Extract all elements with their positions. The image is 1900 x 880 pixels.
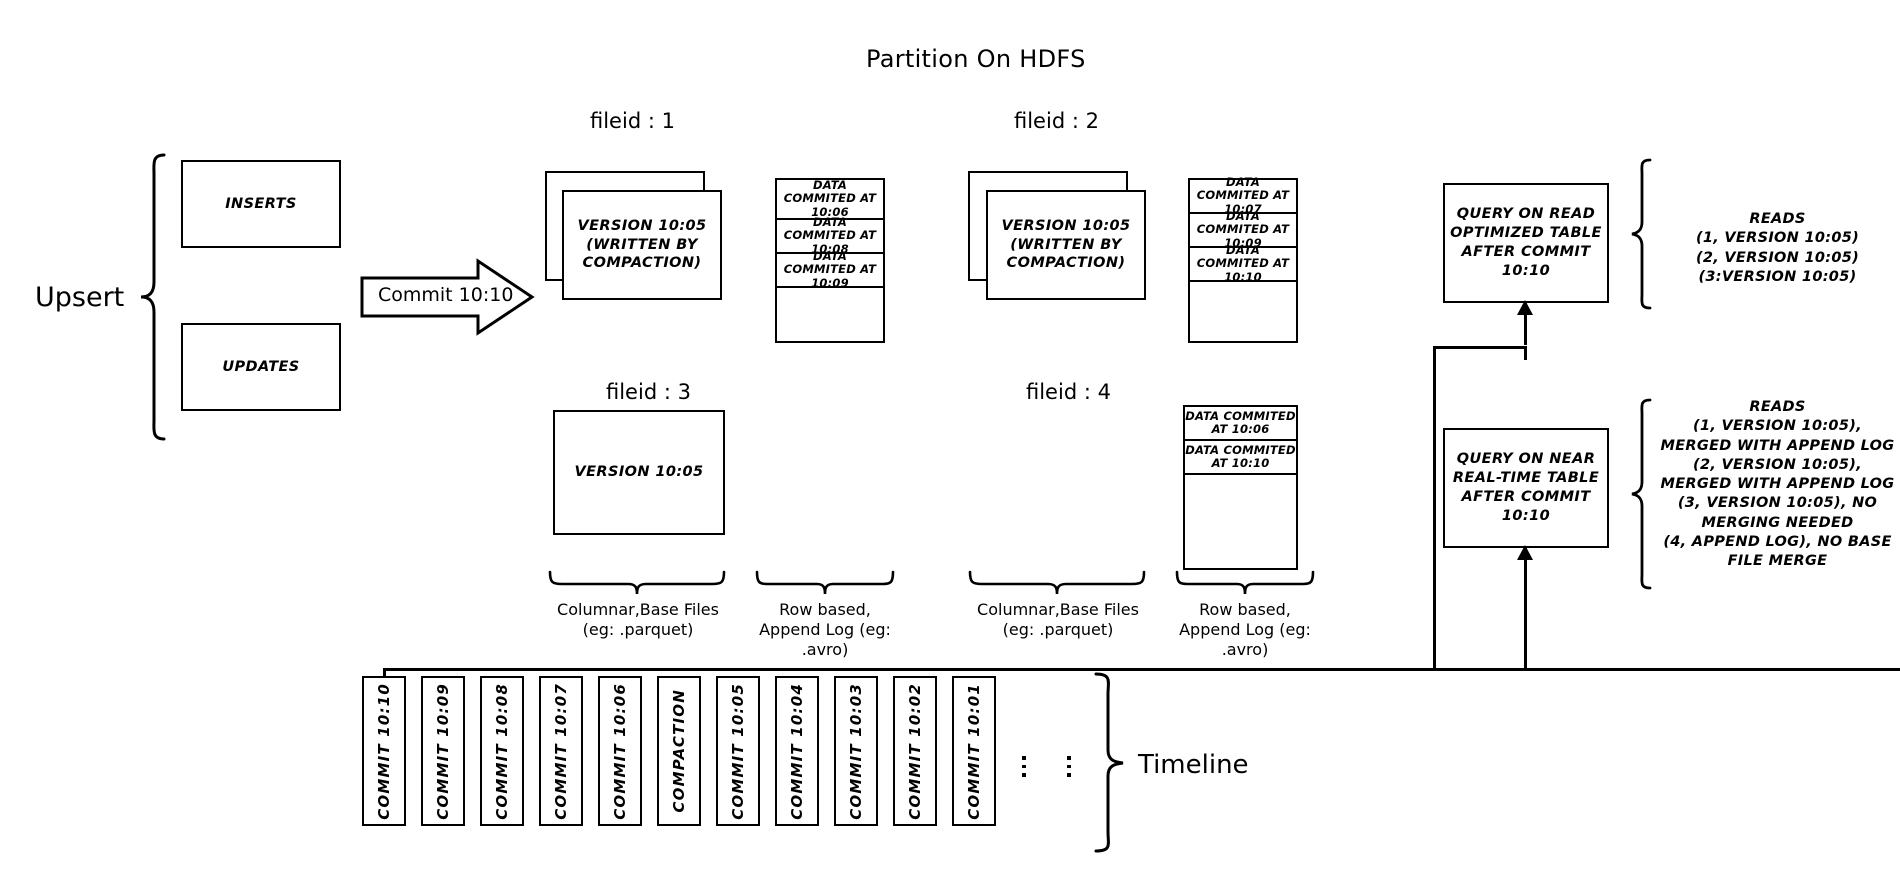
timeline-commit-box: COMMIT 10:03 — [834, 676, 878, 826]
fileid-1-base-file-text: VERSION 10:05 (WRITTEN BY COMPACTION) — [577, 217, 707, 272]
log-entry: DATA COMMITED AT 10:10 — [1185, 441, 1296, 475]
fileid-3-base-file-text: VERSION 10:05 — [574, 464, 704, 481]
arrowhead-up-icon — [1516, 545, 1534, 561]
query-read-optimized-text: QUERY ON READ OPTIMIZED TABLE AFTER COMM… — [1450, 206, 1602, 279]
timeline-compaction-label: COMPACTION — [670, 689, 688, 813]
timeline-compaction-box: COMPACTION — [657, 676, 701, 826]
caption-rowlog-left: Row based, Append Log (eg: .avro) — [759, 600, 891, 659]
timeline-commit-box: COMMIT 10:01 — [952, 676, 996, 826]
updates-label: UPDATES — [222, 358, 300, 375]
query1-feed-down — [1524, 346, 1527, 360]
columnar-right-brace — [968, 570, 1146, 596]
updates-box: UPDATES — [181, 323, 341, 411]
fileid-4-append-log: DATA COMMITED AT 10:06 DATA COMMITED AT … — [1183, 405, 1298, 570]
fileid-3-base-file: VERSION 10:05 — [553, 410, 725, 535]
fileid-1-append-log: DATA COMMITED AT 10:06 DATA COMMITED AT … — [775, 178, 885, 343]
log-entry: DATA COMMITED AT 10:09 — [777, 250, 883, 289]
timeline-commit-label: COMMIT 10:06 — [611, 682, 629, 820]
fileid-2-header: fileid : 2 — [1014, 109, 1099, 133]
timeline-commit-box: COMMIT 10:09 — [421, 676, 465, 826]
fileid-1-header: fileid : 1 — [590, 109, 675, 133]
fileid-2-append-log: DATA COMMITED AT 10:07 DATA COMMITED AT … — [1188, 176, 1298, 343]
query-near-real-time-box: QUERY ON NEAR REAL-TIME TABLE AFTER COMM… — [1443, 428, 1609, 548]
timeline-commit-label: COMMIT 10:09 — [434, 682, 452, 820]
timeline-commit-label: COMMIT 10:04 — [788, 682, 806, 820]
columnar-left-brace — [548, 570, 726, 596]
timeline-commit-box: COMMIT 10:02 — [893, 676, 937, 826]
fileid-1-base-file: VERSION 10:05 (WRITTEN BY COMPACTION) — [562, 190, 722, 300]
reads-read-optimized: READS (1, VERSION 10:05) (2, VERSION 10:… — [1695, 211, 1860, 285]
upsert-label: Upsert — [35, 282, 125, 313]
query-read-optimized-connector — [1524, 303, 1527, 345]
reads-1-brace — [1630, 158, 1654, 310]
query-near-real-time-text: QUERY ON NEAR REAL-TIME TABLE AFTER COMM… — [1452, 451, 1600, 524]
fileid-3-header: fileid : 3 — [606, 380, 691, 404]
page-title: Partition On HDFS — [866, 45, 1086, 73]
upsert-brace — [138, 152, 168, 442]
commit-arrow: Commit 10:10 — [360, 258, 535, 336]
timeline-commit-label: COMMIT 10:03 — [847, 682, 865, 820]
timeline-commit-box: COMMIT 10:04 — [775, 676, 819, 826]
reads-2-brace — [1630, 398, 1654, 590]
query-read-optimized-box: QUERY ON READ OPTIMIZED TABLE AFTER COMM… — [1443, 183, 1609, 303]
query-near-real-time-connector — [1524, 548, 1527, 668]
timeline-commit-label: COMMIT 10:05 — [729, 682, 747, 820]
fileid-2-base-file-text: VERSION 10:05 (WRITTEN BY COMPACTION) — [1001, 217, 1131, 272]
fileid-2-base-file: VERSION 10:05 (WRITTEN BY COMPACTION) — [986, 190, 1146, 300]
timeline-commit-box: COMMIT 10:08 — [480, 676, 524, 826]
timeline-label: Timeline — [1138, 750, 1249, 780]
timeline-commit-label: COMMIT 10:08 — [493, 682, 511, 820]
timeline-commit-box: COMMIT 10:05 — [716, 676, 760, 826]
query1-feed-vertical — [1433, 346, 1436, 668]
inserts-box: INSERTS — [181, 160, 341, 248]
timeline-commit-box: COMMIT 10:06 — [598, 676, 642, 826]
log-entry: DATA COMMITED AT 10:06 — [1185, 407, 1296, 441]
timeline-ellipsis-icon — [1067, 756, 1071, 777]
timeline-to-queries-horizontal — [383, 668, 1900, 671]
timeline-commit-label: COMMIT 10:10 — [375, 682, 393, 820]
log-entry: DATA COMMITED AT 10:07 — [1190, 176, 1296, 215]
arrowhead-up-icon — [1516, 300, 1534, 316]
timeline-commit-label: COMMIT 10:07 — [552, 682, 570, 820]
query1-feed-horizontal — [1433, 346, 1527, 349]
reads-near-real-time: READS (1, VERSION 10:05), MERGED WITH AP… — [1660, 399, 1895, 570]
log-entry: DATA COMMITED AT 10:09 — [1190, 210, 1296, 249]
timeline-commit-label: COMMIT 10:02 — [906, 682, 924, 820]
timeline-brace — [1090, 672, 1126, 854]
log-entry: DATA COMMITED AT 10:08 — [777, 216, 883, 255]
timeline-commit-box: COMMIT 10:07 — [539, 676, 583, 826]
caption-columnar-right: Columnar,Base Files (eg: .parquet) — [977, 600, 1139, 639]
commit-arrow-label: Commit 10:10 — [378, 284, 514, 306]
fileid-4-header: fileid : 4 — [1026, 380, 1111, 404]
caption-rowlog-right: Row based, Append Log (eg: .avro) — [1179, 600, 1311, 659]
log-entry: DATA COMMITED AT 10:10 — [1190, 244, 1296, 283]
log-entry: DATA COMMITED AT 10:06 — [777, 179, 883, 220]
rowlog-left-brace — [755, 570, 895, 596]
timeline-tick-connector — [383, 668, 386, 676]
timeline-commit-label: COMMIT 10:01 — [965, 682, 983, 820]
timeline-ellipsis-icon — [1022, 756, 1026, 777]
inserts-label: INSERTS — [225, 195, 297, 212]
timeline-commit-box: COMMIT 10:10 — [362, 676, 406, 826]
caption-columnar-left: Columnar,Base Files (eg: .parquet) — [557, 600, 719, 639]
rowlog-right-brace — [1175, 570, 1315, 596]
